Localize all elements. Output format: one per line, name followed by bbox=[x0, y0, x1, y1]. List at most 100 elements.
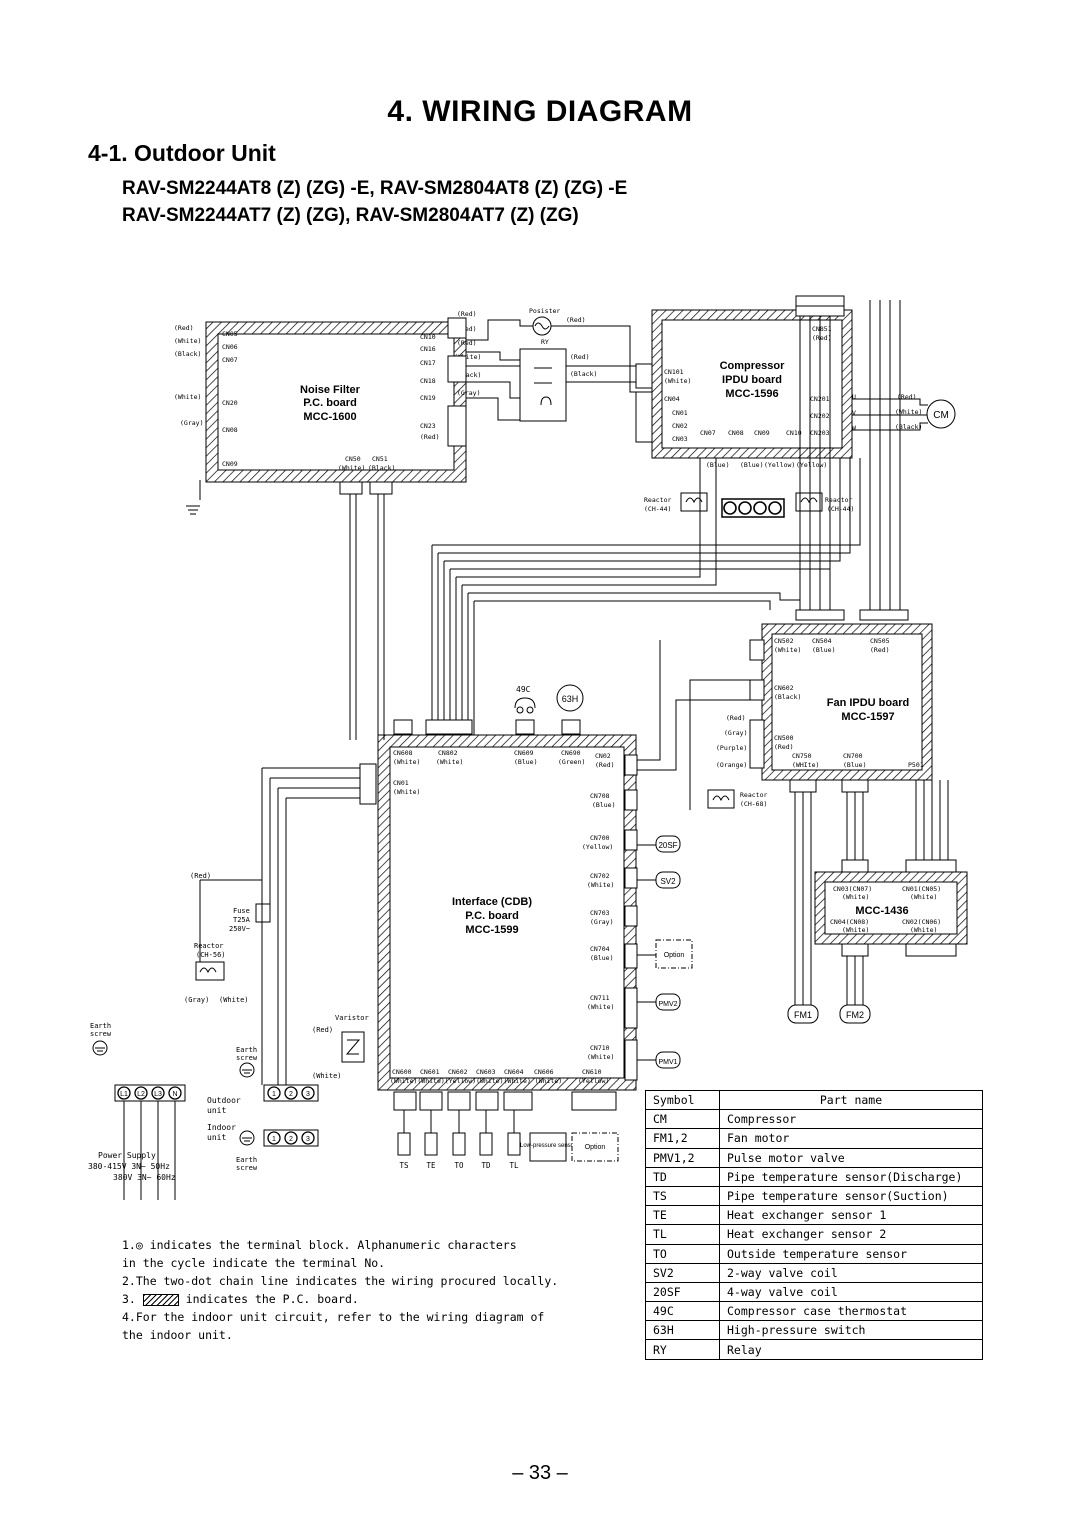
legend-part: Fan motor bbox=[719, 1128, 983, 1149]
svg-text:CN690: CN690 bbox=[561, 749, 581, 757]
fm1-motor: FM1 bbox=[794, 1010, 812, 1020]
svg-text:CN07: CN07 bbox=[700, 429, 716, 437]
svg-text:(Blue): (Blue) bbox=[706, 461, 729, 469]
legend-part: Outside temperature sensor bbox=[719, 1243, 983, 1264]
svg-text:(Orange): (Orange) bbox=[716, 761, 747, 769]
fan-ipdu-label-1: Fan IPDU board bbox=[827, 697, 910, 709]
svg-text:(Blue): (Blue) bbox=[592, 801, 615, 809]
svg-text:(CH-56): (CH-56) bbox=[196, 951, 226, 959]
svg-text:3: 3 bbox=[306, 1136, 310, 1143]
svg-text:(White): (White) bbox=[587, 1053, 614, 1061]
legend-part: Compressor bbox=[719, 1109, 983, 1130]
svg-text:(Red): (Red) bbox=[570, 353, 590, 361]
section-title: 4-1. Outdoor Unit bbox=[88, 140, 276, 166]
svg-text:1: 1 bbox=[272, 1136, 276, 1143]
sensor-to: TO bbox=[454, 1161, 464, 1170]
legend-symbol: PMV1,2 bbox=[645, 1147, 720, 1168]
note-4b: the indoor unit. bbox=[122, 1328, 233, 1342]
svg-text:CN608: CN608 bbox=[393, 749, 413, 757]
legend-header-symbol: Symbol bbox=[645, 1089, 720, 1111]
svg-text:(White): (White) bbox=[174, 337, 201, 345]
svg-text:(Blue): (Blue) bbox=[843, 761, 866, 769]
svg-text:(Red): (Red) bbox=[457, 325, 477, 333]
compressor-ipdu-board: Compressor IPDU board MCC-1596 bbox=[651, 309, 853, 459]
notes: 1.◎ indicates the terminal block. Alphan… bbox=[122, 1236, 592, 1344]
svg-text:2: 2 bbox=[289, 1136, 293, 1143]
legend-symbol: FM1,2 bbox=[645, 1128, 720, 1149]
svg-text:CN05: CN05 bbox=[222, 330, 238, 338]
svg-text:V: V bbox=[852, 409, 856, 417]
legend-part: 4-way valve coil bbox=[719, 1281, 983, 1303]
svg-text:380V 3N~ 60Hz: 380V 3N~ 60Hz bbox=[113, 1173, 176, 1182]
ipdu-label-2: IPDU board bbox=[722, 374, 782, 386]
svg-text:CN603: CN603 bbox=[476, 1068, 496, 1076]
ry-label: RY bbox=[541, 338, 549, 346]
svg-text:unit: unit bbox=[207, 1106, 226, 1115]
legend-symbol: 49C bbox=[645, 1301, 720, 1322]
svg-text:(Purple): (Purple) bbox=[716, 744, 747, 752]
svg-text:unit: unit bbox=[207, 1133, 226, 1142]
model-line-2: RAV-SM2244AT7 (Z) (ZG), RAV-SM2804AT7 (Z… bbox=[122, 205, 579, 226]
svg-text:CN50: CN50 bbox=[345, 455, 361, 463]
svg-text:CN16: CN16 bbox=[420, 345, 436, 353]
svg-text:Reactor: Reactor bbox=[740, 791, 767, 799]
svg-text:CN10: CN10 bbox=[786, 429, 802, 437]
svg-text:CN08: CN08 bbox=[728, 429, 744, 437]
svg-text:P501: P501 bbox=[908, 761, 924, 769]
svg-text:(Black): (Black) bbox=[774, 693, 801, 701]
svg-text:Indoor: Indoor bbox=[207, 1123, 236, 1132]
svg-text:(White): (White) bbox=[587, 1003, 614, 1011]
legend-symbol: TE bbox=[645, 1205, 720, 1226]
svg-text:(Red): (Red) bbox=[870, 646, 890, 654]
svg-text:CN703: CN703 bbox=[590, 909, 610, 917]
mcc1436-label: MCC-1436 bbox=[855, 905, 908, 917]
legend-part: Heat exchanger sensor 2 bbox=[719, 1224, 983, 1245]
svg-text:(White): (White) bbox=[312, 1072, 342, 1080]
svg-text:3: 3 bbox=[306, 1091, 310, 1098]
svg-text:(Gray): (Gray) bbox=[590, 918, 613, 926]
svg-text:CN602: CN602 bbox=[448, 1068, 468, 1076]
svg-text:L2: L2 bbox=[137, 1091, 145, 1098]
svg-text:(Black): (Black) bbox=[454, 371, 481, 379]
svg-text:(Red): (Red) bbox=[726, 714, 746, 722]
legend-part: Pipe temperature sensor(Suction) bbox=[719, 1185, 983, 1207]
svg-text:(Yellow): (Yellow) bbox=[582, 843, 613, 851]
svg-text:CN851: CN851 bbox=[812, 325, 832, 333]
svg-text:CN505: CN505 bbox=[870, 637, 890, 645]
svg-text:380-415V 3N~ 50Hz: 380-415V 3N~ 50Hz bbox=[88, 1162, 170, 1171]
svg-text:CN01(CN05): CN01(CN05) bbox=[902, 885, 941, 893]
svg-text:(Black): (Black) bbox=[174, 350, 201, 358]
svg-text:CN19: CN19 bbox=[420, 394, 436, 402]
svg-text:CN08: CN08 bbox=[222, 426, 238, 434]
svg-text:(Red): (Red) bbox=[595, 761, 615, 769]
svg-text:(Blue): (Blue) bbox=[590, 954, 613, 962]
svg-text:CN708: CN708 bbox=[590, 792, 610, 800]
note-2: 2.The two-dot chain line indicates the w… bbox=[122, 1274, 559, 1288]
fm2-motor: FM2 bbox=[846, 1010, 864, 1020]
svg-text:(Red): (Red) bbox=[174, 324, 194, 332]
svg-text:screw: screw bbox=[236, 1054, 258, 1062]
svg-text:screw: screw bbox=[90, 1030, 112, 1038]
if-label-2: P.C. board bbox=[465, 910, 519, 922]
nf-label-3: MCC-1600 bbox=[303, 411, 356, 423]
svg-text:CN01: CN01 bbox=[672, 409, 688, 417]
svg-text:CN18: CN18 bbox=[420, 377, 436, 385]
nf-label-2: P.C. board bbox=[303, 397, 357, 409]
svg-text:CN02: CN02 bbox=[595, 752, 611, 760]
svg-text:(White): (White) bbox=[774, 646, 801, 654]
svg-text:(Red): (Red) bbox=[774, 743, 794, 751]
ipdu-label-1: Compressor bbox=[720, 360, 786, 372]
svg-text:(Red): (Red) bbox=[190, 872, 211, 880]
pcb-hatch-icon bbox=[142, 1293, 179, 1306]
pmv2-label: PMV2 bbox=[658, 1001, 677, 1008]
svg-text:CN502: CN502 bbox=[774, 637, 794, 645]
svg-text:CN609: CN609 bbox=[514, 749, 534, 757]
option-label-2: Option bbox=[585, 1144, 606, 1151]
